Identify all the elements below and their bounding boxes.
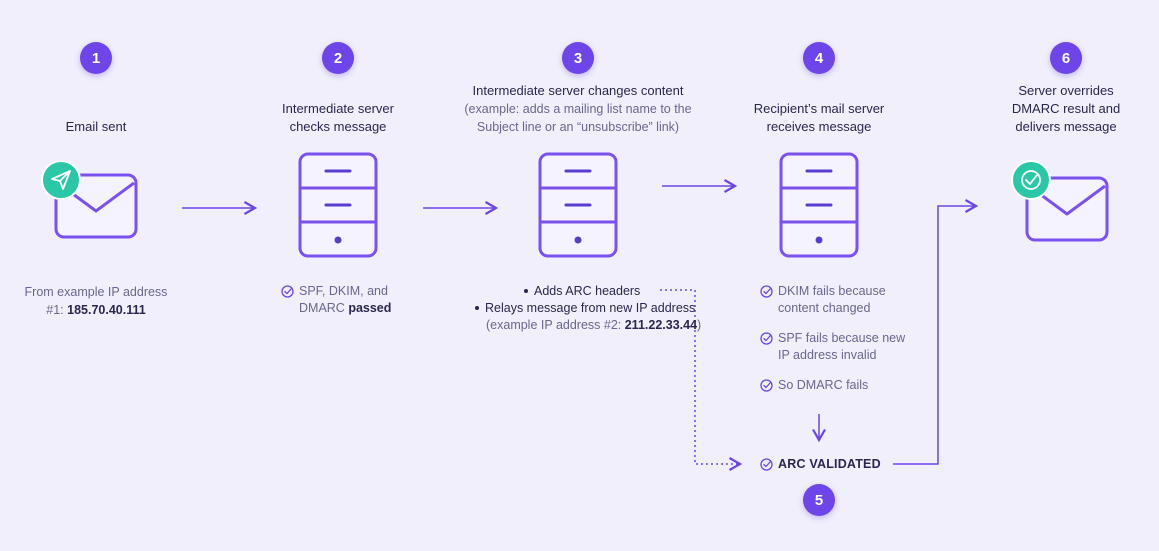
step-2-title: Intermediate server checks message — [282, 101, 394, 134]
step-4-badge: 4 — [803, 42, 835, 74]
step-4-title: Recipient’s mail server receives message — [753, 101, 885, 134]
dotted-arc-path — [660, 289, 743, 471]
dkim-fails-check: DKIM fails because content changed — [760, 283, 928, 317]
step-1-title: Email sent — [65, 119, 127, 134]
check-circle-icon — [281, 285, 294, 298]
step-5-badge: 5 — [803, 484, 835, 516]
dmarc-fails-check: So DMARC fails — [760, 377, 928, 394]
server-icon — [298, 152, 378, 258]
bullet-example-ip: (example IP address #2: 211.22.33.44) — [486, 318, 702, 332]
envelope-icon — [1025, 176, 1109, 242]
step-2-check: SPF, DKIM, and DMARC passed — [281, 283, 429, 317]
check-circle-icon — [760, 332, 773, 345]
step-3-title: Intermediate server changes content (exa… — [464, 83, 692, 134]
spf-fails-check: SPF fails because new IP address invalid — [760, 330, 928, 364]
step-6-badge: 6 — [1050, 42, 1082, 74]
arc-validated-label: ARC VALIDATED — [760, 457, 881, 471]
step-1-badge: 1 — [80, 42, 112, 74]
step-6-title: Server overrides DMARC result and delive… — [1011, 83, 1121, 134]
check-circle-icon — [760, 379, 773, 392]
server-icon — [538, 152, 618, 258]
step-2-badge: 2 — [322, 42, 354, 74]
bullet-adds-arc: Adds ARC headers — [524, 283, 640, 300]
arrow-5-6 — [893, 199, 979, 465]
send-icon — [41, 160, 81, 200]
check-circle-icon — [760, 458, 773, 471]
server-icon — [779, 152, 859, 258]
sender-ip-caption: From example IP address #1: 185.70.40.11… — [24, 285, 168, 317]
check-circle-icon — [760, 285, 773, 298]
bullet-relays: Relays message from new IP address — [475, 300, 695, 317]
check-circle-icon — [1011, 160, 1051, 200]
step-3-badge: 3 — [562, 42, 594, 74]
